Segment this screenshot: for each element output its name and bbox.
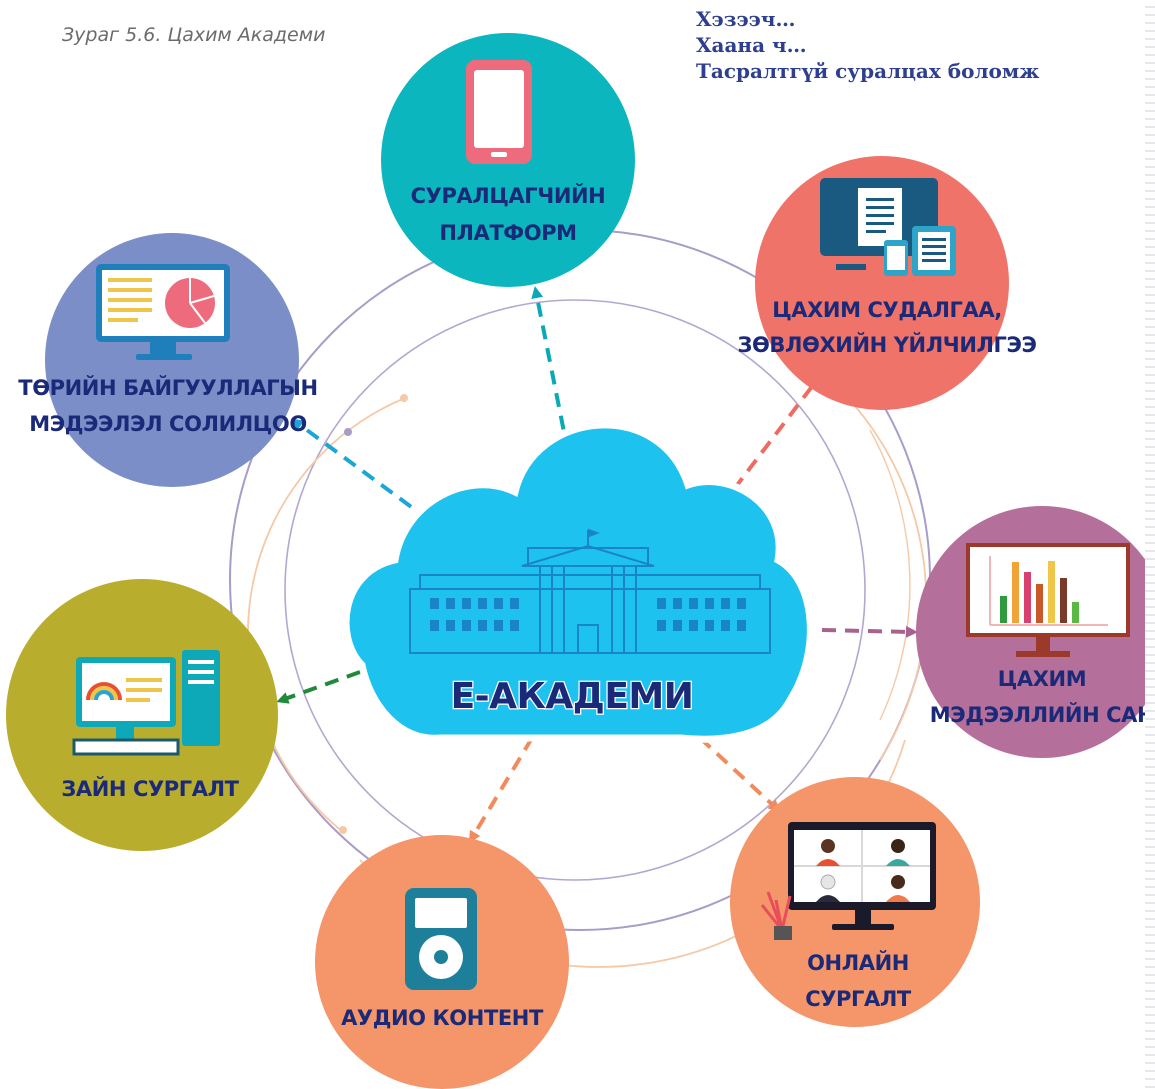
- node-learner-platform: СУРАЛЦАГЧИЙН ПЛАТФОРМ: [381, 33, 635, 287]
- desktop-computer-icon: [72, 650, 220, 756]
- node-digital-research: ЦАХИМ СУДАЛГАА, ЗӨВЛӨХИЙН ҮЙЛЧИЛГЭЭ: [737, 156, 1037, 410]
- label-digital-library-line-2: МЭДЭЭЛЛИЙН САН: [930, 702, 1154, 727]
- center-label: E-АКАДЕМИ: [451, 676, 694, 717]
- arrow-to-remote-training: [276, 670, 361, 704]
- label-gov-info-exchange-line-2: МЭДЭЭЛЭЛ СОЛИЛЦОО: [29, 412, 307, 436]
- video-conference-icon: [760, 822, 936, 940]
- label-remote-training: ЗАЙН СУРГАЛТ: [61, 776, 239, 801]
- motto: Хэзээч… Хаана ч… Тасралтгүй суралцах бол…: [696, 6, 1039, 84]
- node-remote-training: ЗАЙН СУРГАЛТ: [6, 579, 278, 851]
- parliament-building-icon: [409, 528, 771, 654]
- label-learner-platform-line-2: ПЛАТФОРМ: [439, 221, 576, 245]
- label-gov-info-exchange-line-1: ТӨРИЙН БАЙГУУЛЛАГЫН: [18, 375, 317, 400]
- arrow-to-learner-platform: [531, 286, 570, 453]
- monitor-documents-icon: [820, 178, 956, 276]
- node-digital-library: ЦАХИМ МЭДЭЭЛЛИЙН САН: [916, 506, 1155, 758]
- node-online-training: ОНЛАЙН СУРГАЛТ: [730, 777, 980, 1027]
- cloud-shape: [342, 421, 814, 743]
- page-edge-decoration: [1145, 0, 1155, 1089]
- label-online-training-line-2: СУРГАЛТ: [805, 987, 912, 1011]
- node-gov-info-exchange: ТӨРИЙН БАЙГУУЛЛАГЫН МЭДЭЭЛЭЛ СОЛИЛЦОО: [18, 233, 318, 487]
- arrow-to-online-training: [698, 736, 781, 813]
- node-audio-content: АУДИО КОНТЕНТ: [315, 835, 569, 1089]
- motto-line-2: Хаана ч…: [696, 33, 807, 57]
- audio-player-icon: [405, 888, 477, 990]
- motto-line-1: Хэзээч…: [696, 7, 796, 31]
- figure-caption: Зураг 5.6. Цахим Академи: [62, 24, 326, 46]
- label-digital-library-line-1: ЦАХИМ: [998, 667, 1086, 691]
- label-digital-research-line-1: ЦАХИМ СУДАЛГАА,: [772, 298, 1002, 322]
- label-learner-platform-line-1: СУРАЛЦАГЧИЙН: [411, 183, 606, 208]
- arrow-to-digital-library: [821, 625, 918, 638]
- arrow-to-audio-content: [468, 736, 534, 844]
- e-academy-cloud: E-АКАДЕМИ: [342, 421, 814, 743]
- smartphone-icon: [466, 60, 532, 164]
- motto-line-3: Тасралтгүй суралцах боломж: [696, 59, 1040, 83]
- label-online-training-line-1: ОНЛАЙН: [807, 950, 909, 975]
- label-digital-research-line-2: ЗӨВЛӨХИЙН ҮЙЛЧИЛГЭЭ: [737, 332, 1036, 357]
- presentation-monitor-icon: [96, 264, 230, 360]
- bar-chart-board-icon: [966, 543, 1130, 657]
- label-audio-content: АУДИО КОНТЕНТ: [341, 1006, 544, 1030]
